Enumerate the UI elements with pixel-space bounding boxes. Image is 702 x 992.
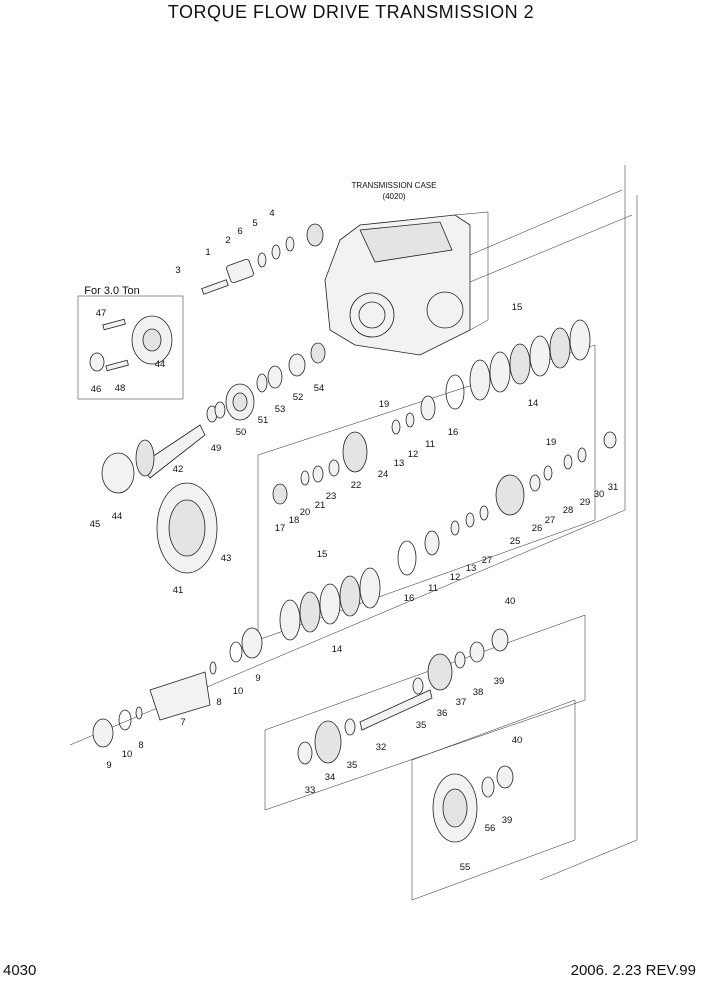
callout-16b: 16	[404, 593, 415, 604]
callout-35a: 35	[416, 720, 427, 731]
output-gears	[297, 628, 514, 843]
case-code: (4020)	[382, 192, 405, 201]
callout-28: 28	[563, 505, 574, 516]
callout-29: 29	[580, 497, 591, 508]
callout-23: 23	[326, 491, 337, 502]
callout-39a: 39	[494, 676, 505, 687]
callout-19b: 19	[546, 437, 557, 448]
callout-1: 1	[205, 247, 210, 258]
callout-19a: 19	[379, 399, 390, 410]
callout-27b: 27	[482, 555, 493, 566]
callout-55: 55	[460, 862, 471, 873]
callout-21: 21	[315, 500, 326, 511]
callout-41: 41	[173, 585, 184, 596]
part-number-callouts: TRANSMISSION CASE (4020) For 3.0 Ton 1 2…	[84, 181, 618, 873]
callout-13b: 13	[466, 563, 477, 574]
input-shaft-parts	[101, 223, 326, 574]
callout-12a: 12	[408, 449, 419, 460]
callout-51: 51	[258, 415, 269, 426]
inset-3ton-parts	[89, 315, 173, 372]
callout-11a: 11	[425, 439, 435, 450]
callout-46: 46	[91, 384, 102, 395]
callout-39b: 39	[502, 815, 513, 826]
callout-12b: 12	[450, 572, 461, 583]
page-title: TORQUE FLOW DRIVE TRANSMISSION 2	[167, 2, 535, 22]
callout-43: 43	[221, 553, 232, 564]
callout-40a: 40	[505, 596, 516, 607]
callout-26: 26	[532, 523, 543, 534]
callout-7: 7	[180, 717, 185, 728]
callout-13a: 13	[394, 458, 405, 469]
callout-16a: 16	[448, 427, 459, 438]
callout-10a: 10	[233, 686, 244, 697]
callout-56: 56	[485, 823, 496, 834]
assembly-frame-lines	[69, 165, 638, 901]
callout-52: 52	[293, 392, 304, 403]
callout-54: 54	[314, 383, 325, 394]
clutch-pack-lower	[92, 505, 489, 748]
callout-34: 34	[325, 772, 336, 783]
callout-18: 18	[289, 515, 300, 526]
callout-35b: 35	[347, 760, 358, 771]
callout-24: 24	[378, 469, 389, 480]
callout-22: 22	[351, 480, 362, 491]
callout-4: 4	[269, 208, 274, 219]
callout-5: 5	[252, 218, 257, 229]
callout-40b: 40	[512, 735, 523, 746]
callout-48: 48	[115, 383, 126, 394]
callout-47: 47	[96, 308, 107, 319]
callout-38: 38	[473, 687, 484, 698]
callout-15b: 15	[317, 549, 328, 560]
callout-49: 49	[211, 443, 222, 454]
callout-9b: 9	[106, 760, 111, 771]
clutch-pack-upper	[272, 319, 617, 516]
callout-36: 36	[437, 708, 448, 719]
callout-42: 42	[173, 464, 184, 475]
callout-17: 17	[275, 523, 286, 534]
inset-label: For 3.0 Ton	[84, 285, 139, 297]
transmission-case	[324, 211, 489, 356]
callout-8b: 8	[138, 740, 143, 751]
callout-44a: 44	[155, 359, 166, 370]
callout-10b: 10	[122, 749, 133, 760]
callout-8a: 8	[216, 697, 221, 708]
callout-14a: 14	[528, 398, 539, 409]
callout-27a: 27	[545, 515, 556, 526]
case-label: TRANSMISSION CASE	[352, 181, 437, 190]
callout-14b: 14	[332, 644, 343, 655]
callout-20: 20	[300, 507, 311, 518]
callout-15a: 15	[512, 302, 523, 313]
page-number: 4030	[3, 962, 37, 979]
callout-44b: 44	[112, 511, 123, 522]
callout-32: 32	[376, 742, 387, 753]
callout-30: 30	[594, 489, 605, 500]
callout-25: 25	[510, 536, 521, 547]
callout-50: 50	[236, 427, 247, 438]
callout-31: 31	[608, 482, 619, 493]
callout-33: 33	[305, 785, 316, 796]
callout-53: 53	[275, 404, 286, 415]
callout-9a: 9	[255, 673, 260, 684]
callout-37: 37	[456, 697, 467, 708]
callout-6: 6	[237, 226, 242, 237]
callout-45: 45	[90, 519, 101, 530]
revision-date: 2006. 2.23 REV.99	[570, 962, 696, 979]
callout-11b: 11	[428, 583, 438, 594]
callout-3: 3	[175, 265, 180, 276]
callout-2: 2	[225, 235, 230, 246]
